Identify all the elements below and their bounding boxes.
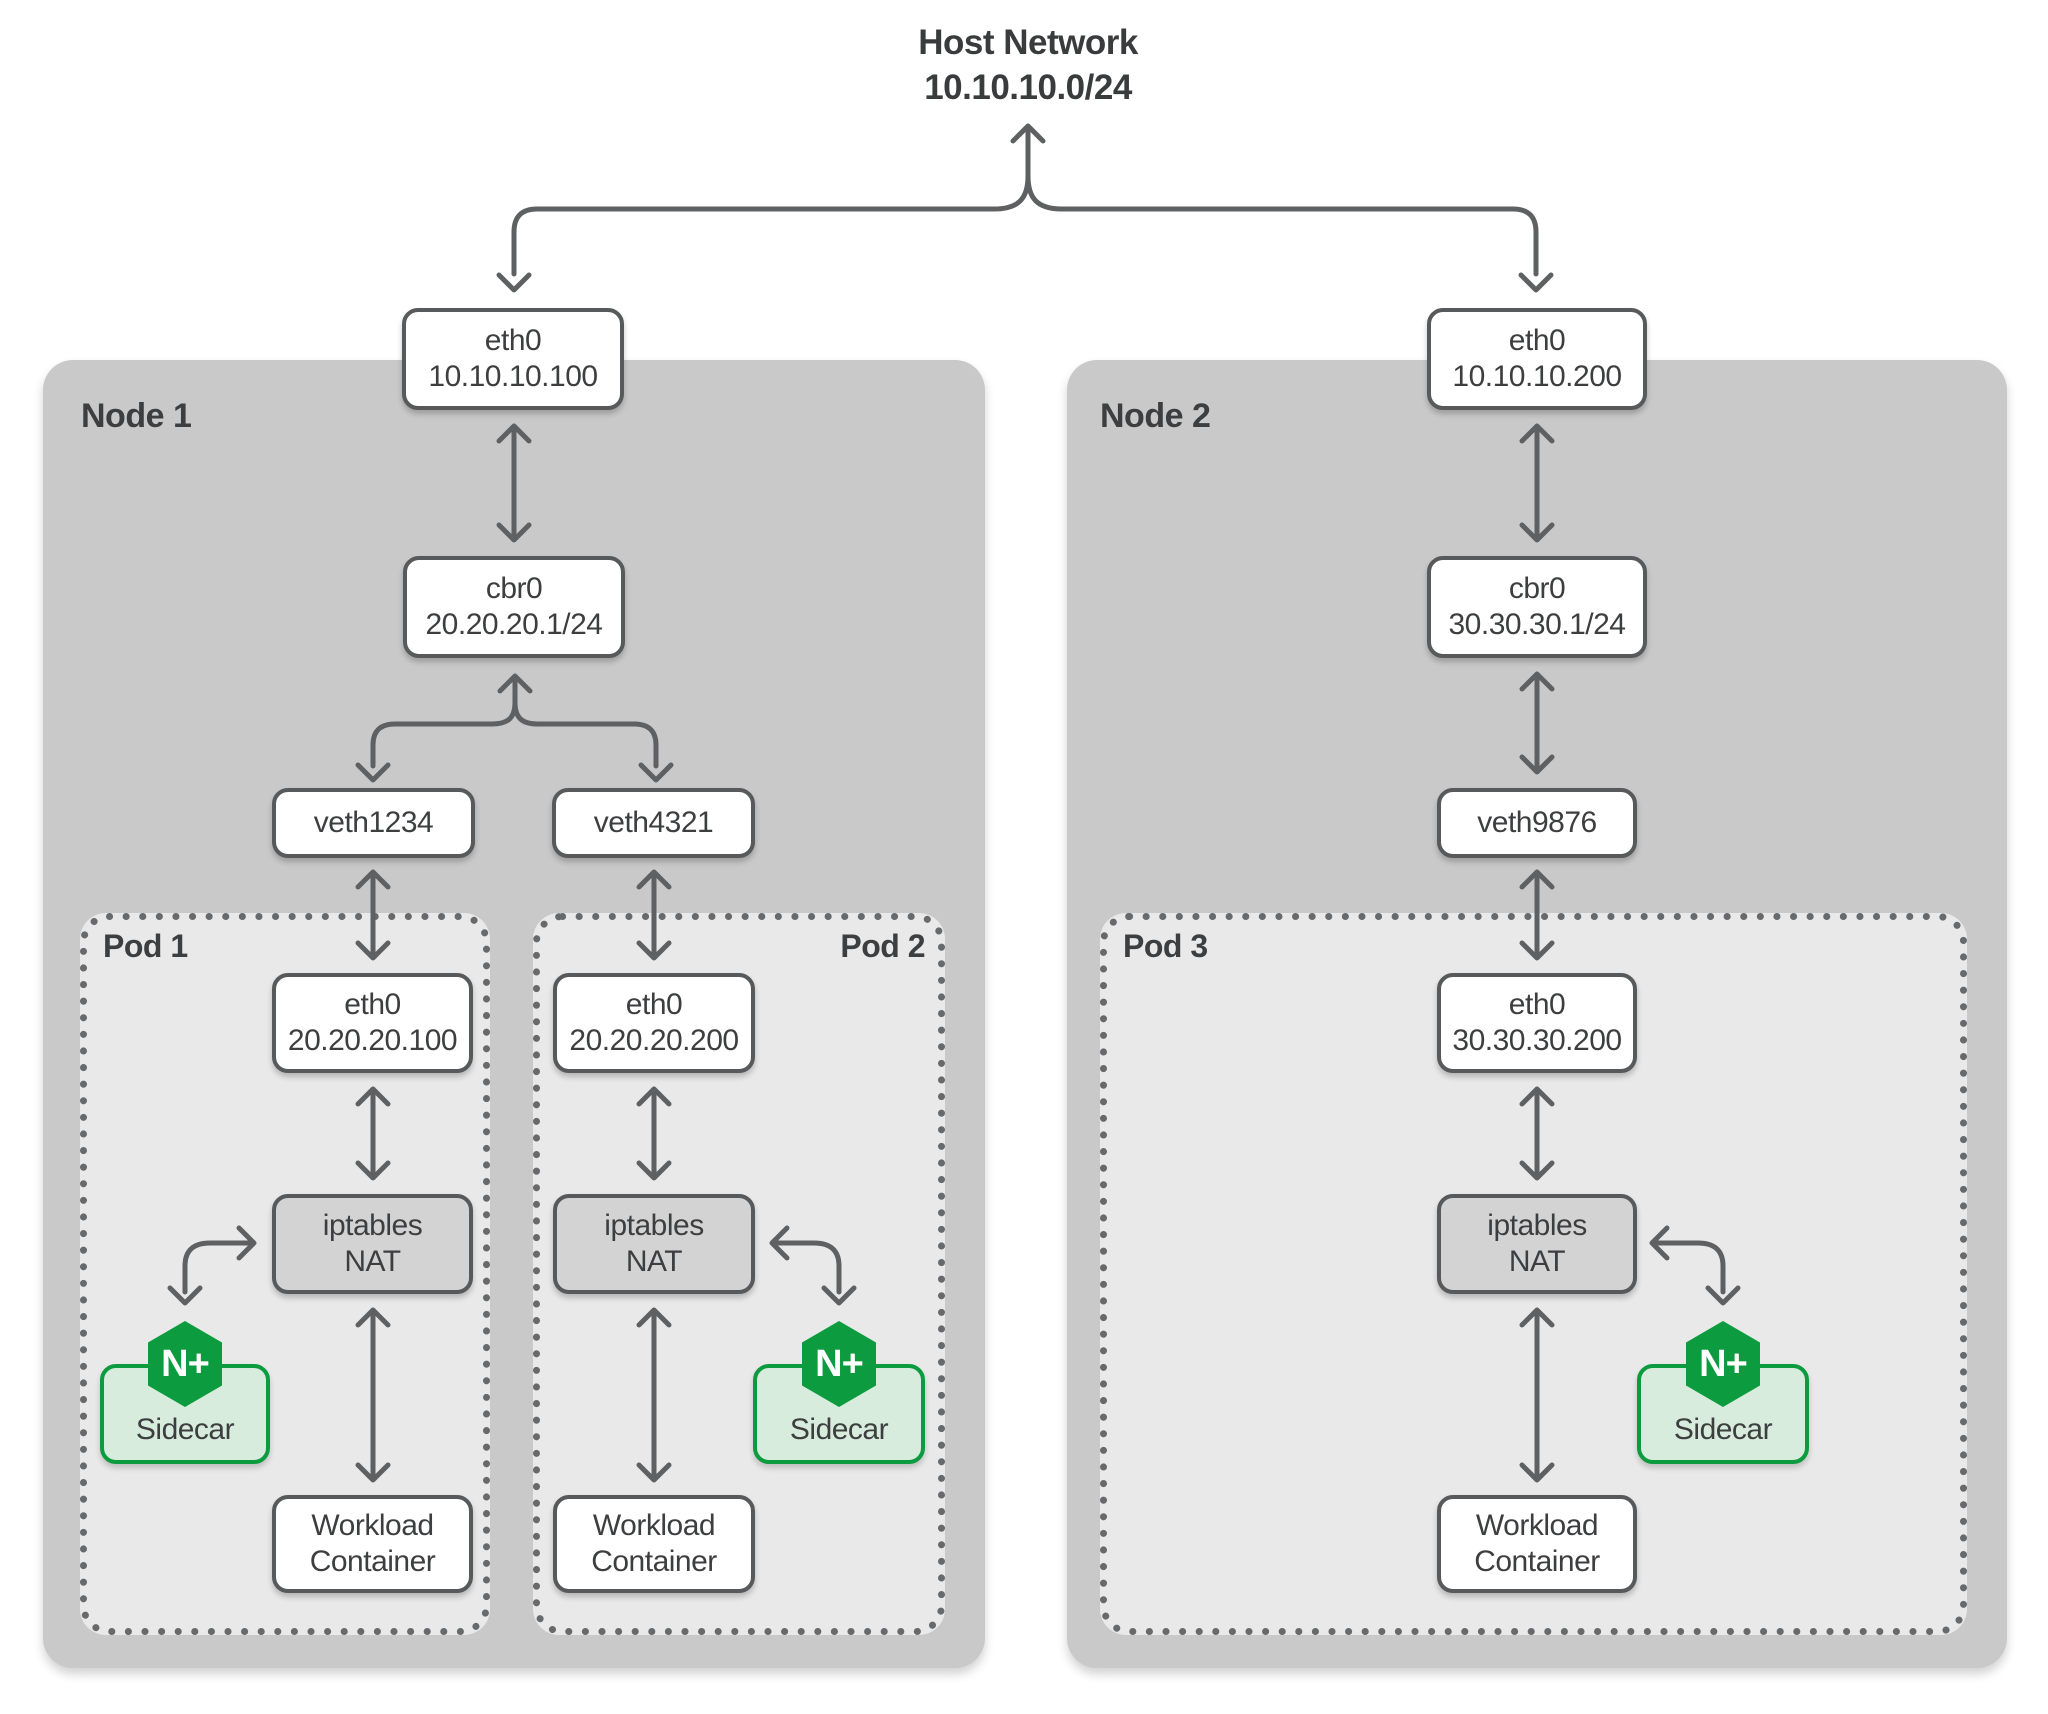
node2-cbr0-box: cbr0 30.30.30.1/24 <box>1427 556 1647 658</box>
pod2-nginx-plus-logo-text: N+ <box>815 1342 864 1385</box>
node1-eth0-ip: 10.10.10.100 <box>428 360 598 393</box>
pod3-label: Pod 3 <box>1123 928 1208 964</box>
pod1-nginx-plus-icon: N+ <box>148 1321 222 1407</box>
pod3-eth0-name: eth0 <box>1508 988 1566 1021</box>
node2-label: Node 2 <box>1100 397 1211 435</box>
pod1-iptables-nat-box: iptables NAT <box>272 1194 473 1294</box>
veth4321-label: veth4321 <box>593 806 714 839</box>
pod3-workload-container-box: Workload Container <box>1437 1495 1637 1593</box>
pod2-sidecar-box: Sidecar <box>753 1364 925 1464</box>
host-network-branch-arrow <box>496 123 1554 293</box>
pod1-workload-line2: Container <box>309 1545 436 1578</box>
veth1234-label: veth1234 <box>313 806 434 839</box>
pod1-nat-line2: NAT <box>344 1245 401 1278</box>
pod2-workload-line2: Container <box>591 1545 717 1578</box>
node2-eth0-ip: 10.10.10.200 <box>1452 360 1622 393</box>
pod1-workload-container-box: Workload Container <box>272 1495 473 1593</box>
pod2-sidecar-label: Sidecar <box>789 1413 889 1446</box>
node2-eth0-name: eth0 <box>1508 324 1566 357</box>
pod1-workload-line1: Workload <box>311 1509 434 1542</box>
node1-eth0-box: eth0 10.10.10.100 <box>402 308 624 410</box>
pod1-label: Pod 1 <box>103 928 188 964</box>
pod3-nginx-plus-icon: N+ <box>1686 1321 1760 1407</box>
pod3-nat-line2: NAT <box>1508 1245 1566 1278</box>
pod2-eth0-ip: 20.20.20.200 <box>569 1024 739 1057</box>
node2-veth9876-box: veth9876 <box>1437 788 1637 858</box>
node1-cbr0-box: cbr0 20.20.20.1/24 <box>403 556 625 658</box>
node1-veth4321-box: veth4321 <box>552 788 755 858</box>
node1-veth1234-box: veth1234 <box>272 788 475 858</box>
pod2-eth0-box: eth0 20.20.20.200 <box>553 973 755 1073</box>
node2-eth0-box: eth0 10.10.10.200 <box>1427 308 1647 410</box>
node1-eth0-name: eth0 <box>484 324 542 357</box>
pod3-workload-line2: Container <box>1474 1545 1600 1578</box>
pod2-iptables-nat-box: iptables NAT <box>553 1194 755 1294</box>
pod3-workload-line1: Workload <box>1475 1509 1599 1542</box>
veth9876-label: veth9876 <box>1477 806 1597 839</box>
pod2-label: Pod 2 <box>840 928 925 964</box>
host-network-subnet: 10.10.10.0/24 <box>924 68 1132 107</box>
pod1-nat-line1: iptables <box>322 1209 423 1242</box>
pod3-eth0-ip: 30.30.30.200 <box>1452 1024 1622 1057</box>
node2-cbr0-name: cbr0 <box>1508 572 1566 605</box>
pod1-eth0-box: eth0 20.20.20.100 <box>272 973 473 1073</box>
pod2-workload-container-box: Workload Container <box>553 1495 755 1593</box>
pod3-nat-line1: iptables <box>1487 1209 1587 1242</box>
pod2-nat-line2: NAT <box>625 1245 683 1278</box>
pod1-sidecar-label: Sidecar <box>135 1413 235 1446</box>
node1-cbr0-ip: 20.20.20.1/24 <box>425 608 603 641</box>
node1-label: Node 1 <box>81 397 192 435</box>
pod3-eth0-box: eth0 30.30.30.200 <box>1437 973 1637 1073</box>
pod1-nginx-plus-logo-text: N+ <box>161 1342 210 1385</box>
pod2-nat-line1: iptables <box>604 1209 704 1242</box>
pod2-nginx-plus-icon: N+ <box>802 1321 876 1407</box>
node2-cbr0-ip: 30.30.30.1/24 <box>1448 608 1626 641</box>
pod2-eth0-name: eth0 <box>625 988 683 1021</box>
pod3-nginx-plus-logo-text: N+ <box>1699 1342 1748 1385</box>
pod2-workload-line1: Workload <box>592 1509 716 1542</box>
pod1-eth0-name: eth0 <box>344 988 401 1021</box>
pod1-eth0-ip: 20.20.20.100 <box>287 1024 458 1057</box>
node1-cbr0-name: cbr0 <box>485 572 543 605</box>
host-network-title-line1: Host Network <box>918 23 1138 62</box>
pod3-sidecar-label: Sidecar <box>1673 1413 1773 1446</box>
host-network-title: Host Network 10.10.10.0/24 <box>724 20 1332 110</box>
pod3-iptables-nat-box: iptables NAT <box>1437 1194 1637 1294</box>
